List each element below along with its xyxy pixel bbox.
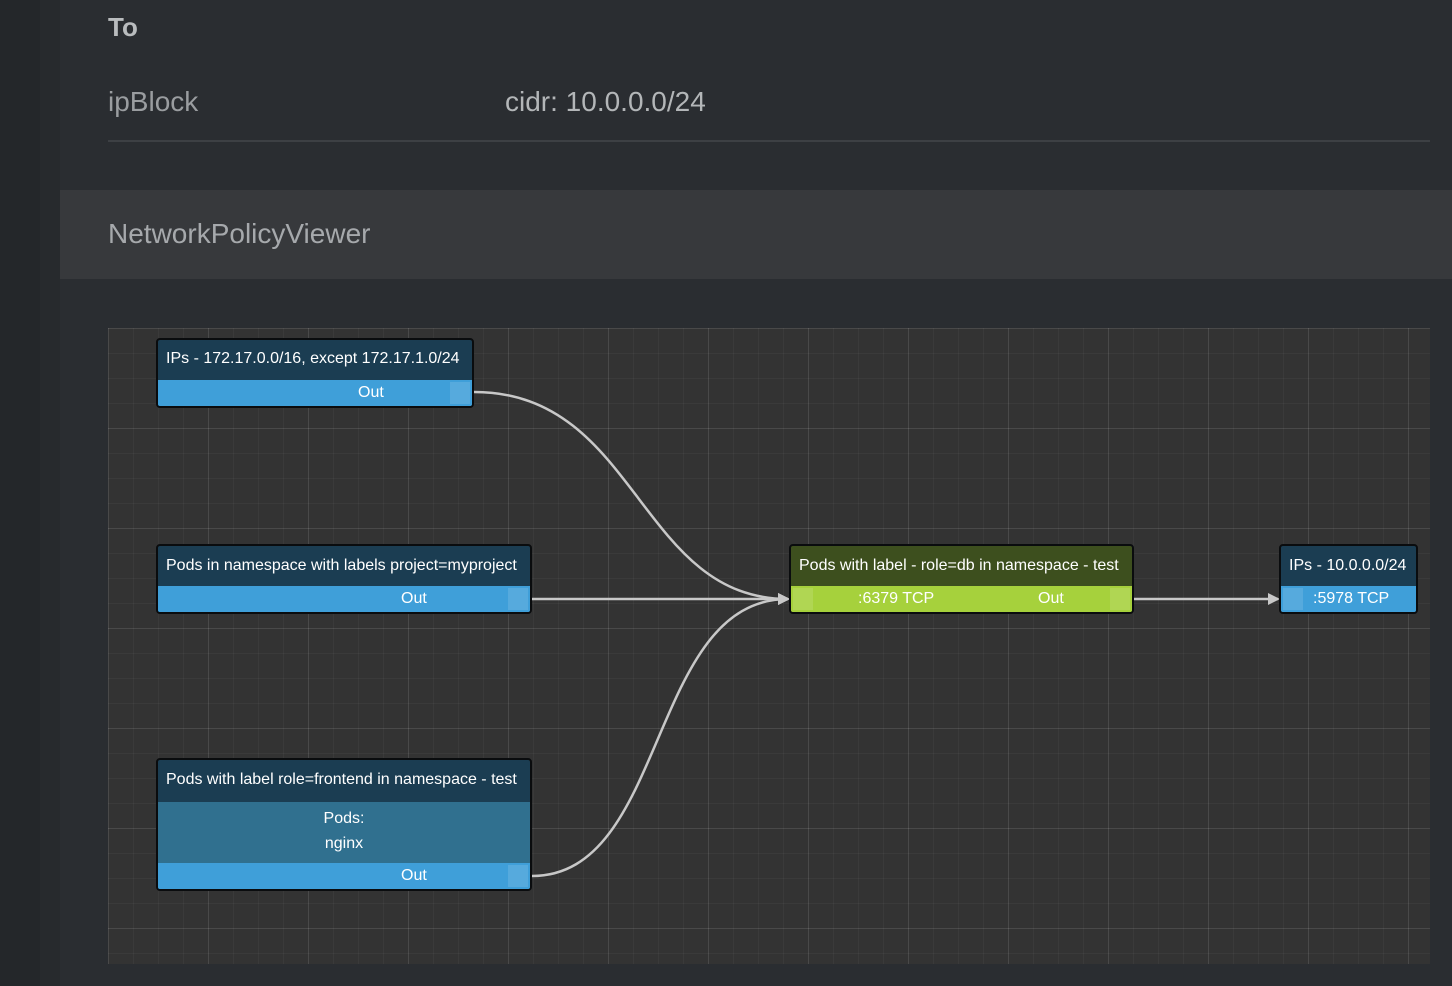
node-db-port-row: :6379 TCP Out <box>791 586 1132 612</box>
graph-edges <box>473 390 1280 878</box>
edge-ipblock-to-db <box>473 390 790 605</box>
node-frontend-pods[interactable]: Pods with label role=frontend in namespa… <box>156 758 532 891</box>
node-frontend-out-label: Out <box>401 867 427 884</box>
node-frontend-port-row: Out <box>158 863 530 889</box>
section-divider <box>108 140 1430 142</box>
pod-name-nginx: nginx <box>324 835 364 852</box>
node-db-in-handle[interactable] <box>793 588 813 610</box>
node-namespace-pods-title: Pods in namespace with labels project=my… <box>166 557 517 574</box>
node-ipblock-out-handle[interactable] <box>450 382 470 404</box>
node-ipblock-title: IPs - 172.17.0.0/16, except 172.17.1.0/2… <box>166 350 460 367</box>
node-destination-port-label: :5978 TCP <box>1313 590 1390 607</box>
node-ipblock-port-row: Out <box>158 380 472 406</box>
node-db-out-label: Out <box>1038 590 1064 607</box>
node-db-title: Pods with label - role=db in namespace -… <box>799 557 1119 574</box>
node-destination-port-row: :5978 TCP <box>1281 586 1416 612</box>
rail-edge <box>40 0 60 986</box>
network-policy-graph-canvas[interactable]: IPs - 172.17.0.0/16, except 172.17.1.0/2… <box>108 328 1430 964</box>
node-db-in-port-label: :6379 TCP <box>858 590 935 607</box>
node-namespace-pods[interactable]: Pods in namespace with labels project=my… <box>156 544 532 614</box>
node-destination-in-handle[interactable] <box>1283 588 1303 610</box>
viewer-panel-header: NetworkPolicyViewer <box>60 190 1452 279</box>
node-namespace-pods-out-handle[interactable] <box>508 588 528 610</box>
ipblock-cidr-value: cidr: 10.0.0.0/24 <box>505 86 706 117</box>
node-destination-ips[interactable]: IPs - 10.0.0.0/24 :5978 TCP <box>1279 544 1418 614</box>
node-frontend-pods-list: Pods: nginx <box>158 802 530 869</box>
node-ipblock-out-label: Out <box>358 384 384 401</box>
node-frontend-title: Pods with label role=frontend in namespa… <box>166 771 517 788</box>
node-destination-title: IPs - 10.0.0.0/24 <box>1289 557 1407 574</box>
ipblock-key: ipBlock <box>108 86 199 117</box>
pods-heading: Pods: <box>323 810 365 827</box>
to-section-title: To <box>108 12 138 42</box>
node-db-pods[interactable]: Pods with label - role=db in namespace -… <box>789 544 1134 614</box>
node-namespace-pods-out-label: Out <box>401 590 427 607</box>
node-db-out-handle[interactable] <box>1110 588 1130 610</box>
node-frontend-out-handle[interactable] <box>508 865 528 887</box>
node-ipblock-source[interactable]: IPs - 172.17.0.0/16, except 172.17.1.0/2… <box>156 338 474 408</box>
node-namespace-pods-port-row: Out <box>158 586 530 612</box>
edge-frontend-to-db <box>531 593 790 878</box>
viewer-title: NetworkPolicyViewer <box>108 218 371 249</box>
